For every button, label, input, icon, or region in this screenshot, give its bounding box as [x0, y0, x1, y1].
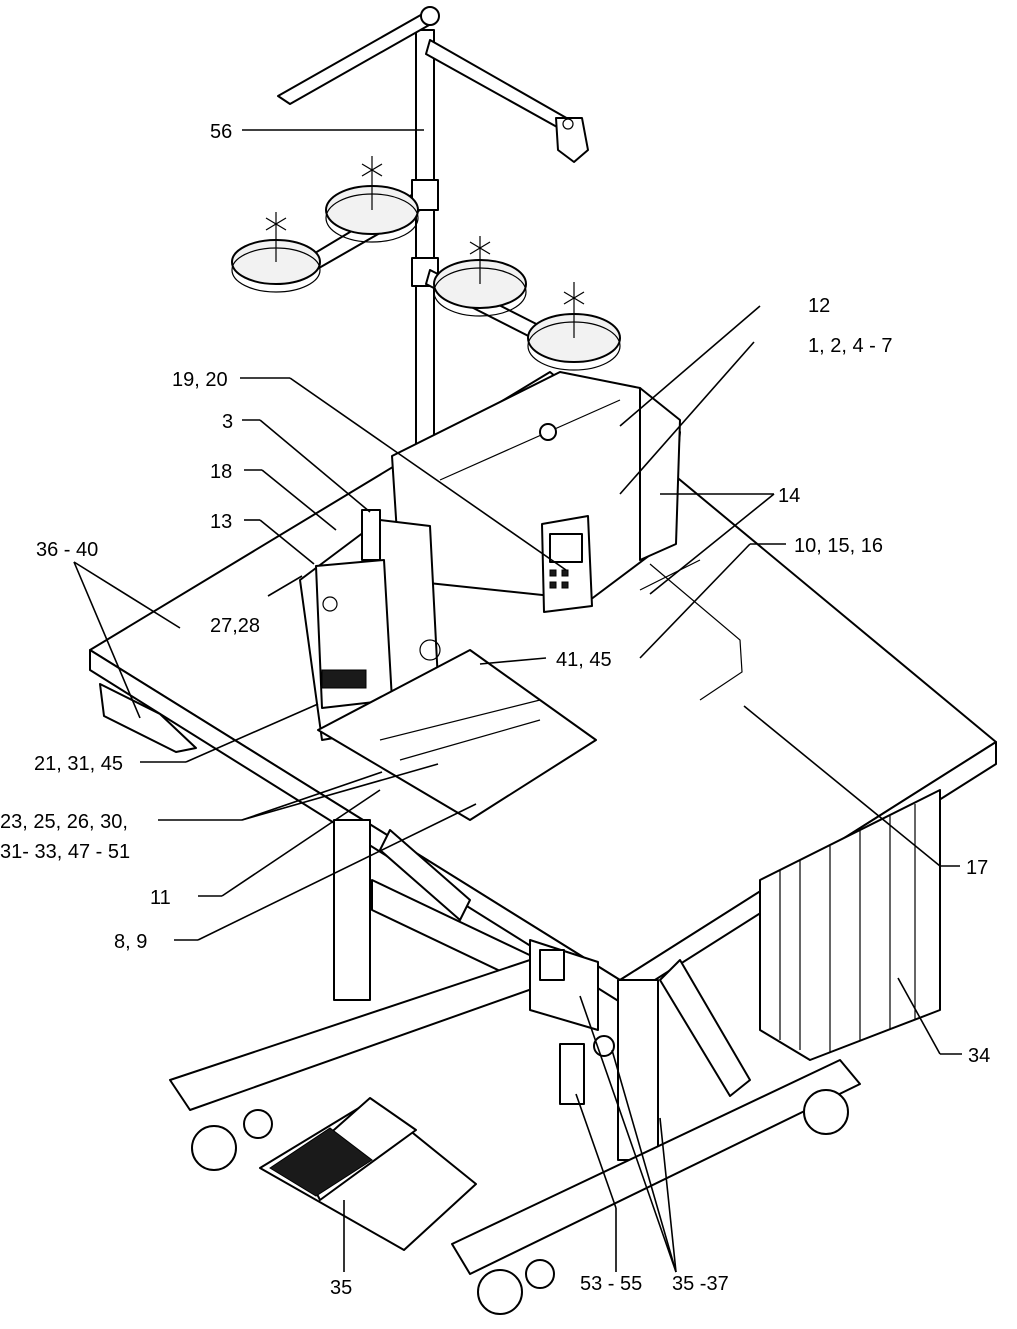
callout-11: 11 [150, 887, 171, 909]
callout-36-40: 36 - 40 [36, 539, 98, 561]
callout-23-30: 23, 25, 26, 30, [0, 811, 128, 833]
spool [528, 282, 620, 370]
callout-53-55: 53 - 55 [580, 1273, 642, 1295]
callout-10-16: 10, 15, 16 [794, 535, 883, 557]
callout-14: 14 [778, 485, 800, 507]
foot-pedal [260, 1098, 476, 1250]
spool [434, 236, 526, 316]
callout-27-28: 27,28 [210, 615, 260, 637]
spool [326, 156, 418, 242]
callout-17: 17 [966, 857, 988, 879]
callout-8-9: 8, 9 [114, 931, 147, 953]
callout-35-37: 35 -37 [672, 1273, 729, 1295]
callout-1-7: 1, 2, 4 - 7 [808, 335, 893, 357]
callout-3: 3 [222, 411, 233, 433]
callout-12: 12 [808, 295, 830, 317]
callout-56: 56 [210, 121, 232, 143]
callout-35: 35 [330, 1277, 352, 1299]
callout-31-51: 31- 33, 47 - 51 [0, 841, 130, 863]
callout-21-45: 21, 31, 45 [34, 753, 123, 775]
callout-41-45: 41, 45 [556, 649, 612, 671]
callout-34: 34 [968, 1045, 990, 1067]
spool [232, 212, 320, 292]
callout-19-20: 19, 20 [172, 369, 228, 391]
callout-18: 18 [210, 461, 232, 483]
callout-13: 13 [210, 511, 232, 533]
